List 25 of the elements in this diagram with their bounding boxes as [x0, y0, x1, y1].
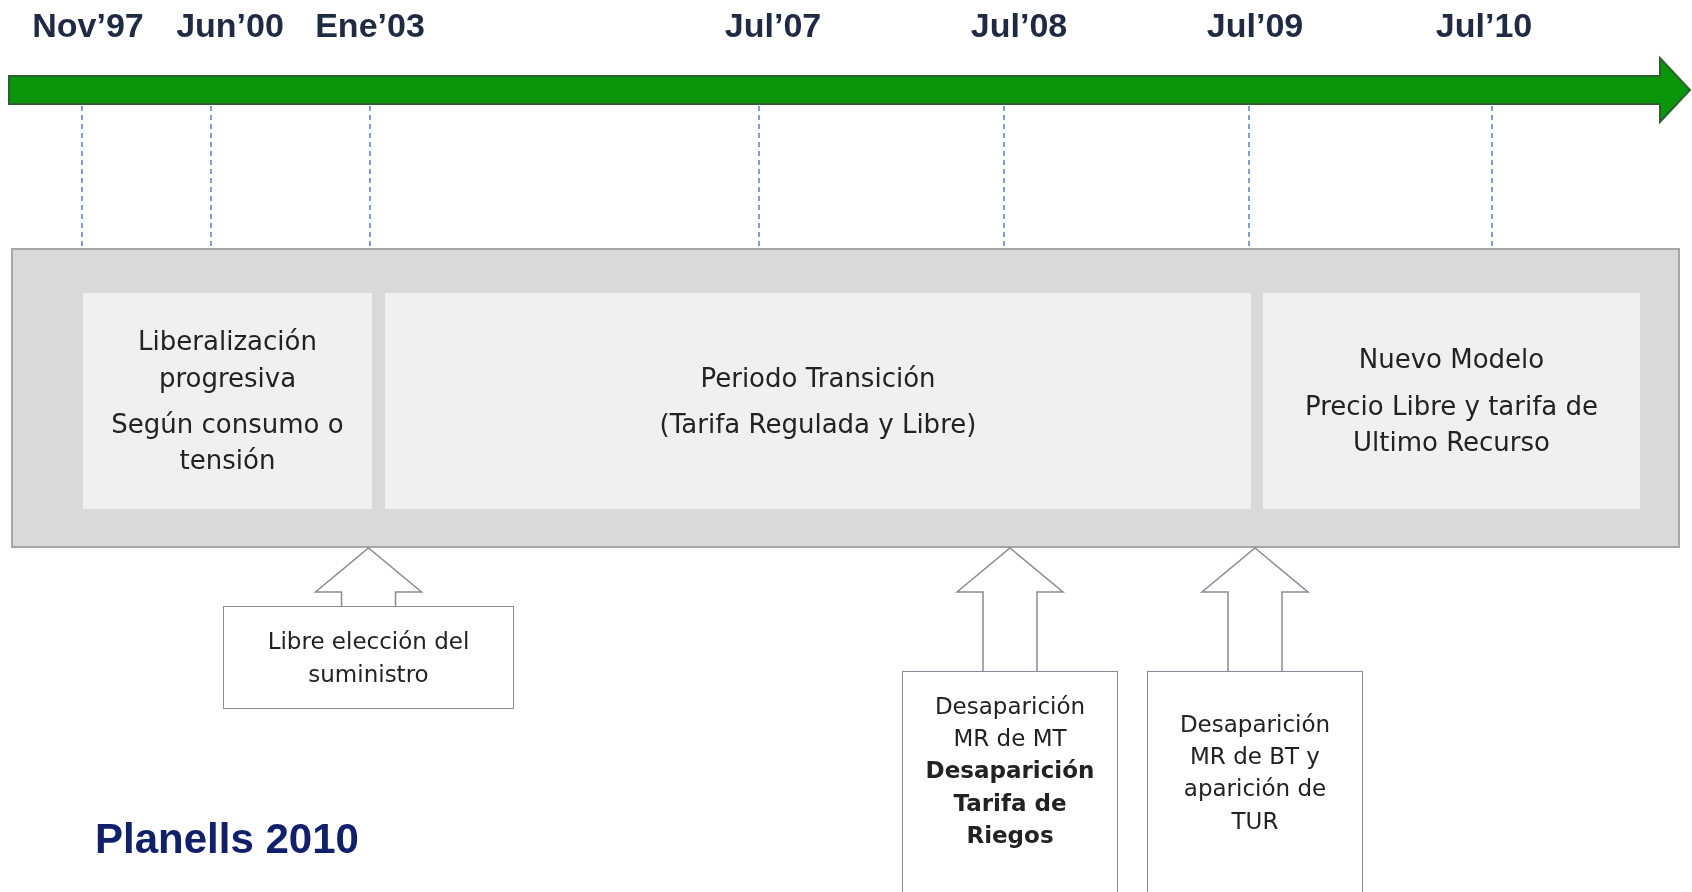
period-text: (Tarifa Regulada y Libre)	[659, 408, 977, 441]
period-text: Según consumo o tensión	[110, 408, 345, 478]
period-text: Precio Libre y tarifa de Ultimo Recurso	[1303, 389, 1600, 460]
date-label: Jul’09	[1206, 6, 1304, 45]
callout-text: Desaparición MR de MT	[933, 692, 1087, 754]
block-arrow	[1199, 547, 1311, 672]
block-arrow	[954, 547, 1066, 672]
date-label: Jul’08	[970, 6, 1068, 45]
callout-text: Libre elección del suministro	[266, 627, 471, 689]
period-text: Nuevo Modelo	[1358, 343, 1545, 377]
block-arrow	[313, 547, 424, 607]
period-text: Liberalización progresiva	[137, 325, 318, 395]
date-label: Jul’07	[724, 6, 822, 45]
callout-text: Desaparición MR de BT y aparición de TUR	[1178, 710, 1332, 836]
date-label: Jul’10	[1435, 6, 1533, 45]
timeline-band	[11, 248, 1680, 548]
callout-box	[1147, 671, 1363, 892]
period-text: Periodo Transición	[700, 361, 936, 395]
callout-text: Desaparición Tarifa de Riegos	[924, 756, 1096, 850]
date-label: Ene’03	[315, 6, 425, 45]
date-label: Jun’00	[176, 6, 284, 45]
callout-box	[902, 671, 1118, 892]
caption-text: Planells 2010	[95, 815, 359, 863]
callout-box	[223, 606, 514, 709]
date-label: Nov’97	[32, 6, 144, 45]
